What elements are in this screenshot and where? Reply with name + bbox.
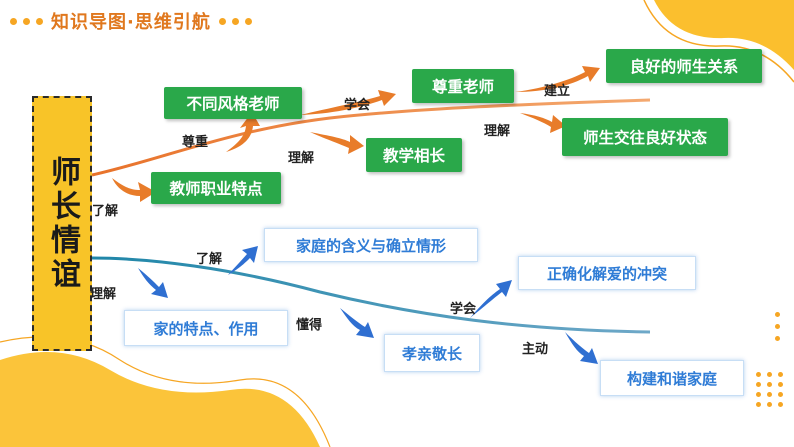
main-topic-label: 师长情谊	[45, 155, 80, 292]
teacher-arrows	[112, 66, 600, 202]
header-dots-left	[10, 17, 43, 25]
teacher-branch-line	[91, 98, 651, 177]
node-family-meaning: 家庭的含义与确立情形	[264, 228, 478, 262]
label-know: 懂得	[296, 318, 323, 333]
node-teaching-learning: 教学相长	[366, 138, 462, 172]
header: 知识导图·思维引航	[10, 6, 252, 36]
decorative-dots-grid	[756, 372, 784, 407]
node-different-style-teachers: 不同风格老师	[164, 87, 302, 119]
main-topic-box: 师长情谊	[32, 96, 92, 351]
label-comprehend-family: 理解	[90, 287, 117, 302]
page-title: 知识导图·思维引航	[51, 12, 211, 33]
label-understand-family: 了解	[196, 252, 223, 267]
family-arrows	[138, 246, 598, 364]
decorative-dots-vertical	[775, 312, 780, 341]
label-learn-teacher: 学会	[344, 98, 371, 113]
header-dots-right	[218, 17, 252, 25]
node-respect-teachers: 尊重老师	[412, 69, 514, 103]
label-understand-teacher: 了解	[92, 204, 119, 219]
node-teacher-profession-traits: 教师职业特点	[151, 172, 281, 204]
node-good-interaction-state: 师生交往良好状态	[562, 118, 728, 156]
node-family-features: 家的特点、作用	[124, 310, 288, 346]
decorative-blob-top-right	[643, 0, 794, 83]
node-filial-piety: 孝亲敬长	[384, 334, 480, 372]
label-initiative: 主动	[522, 342, 549, 357]
node-good-teacher-student-relationship: 良好的师生关系	[606, 49, 762, 83]
label-learn-family: 学会	[450, 302, 477, 317]
family-branch-line	[91, 256, 651, 334]
label-respect: 尊重	[182, 135, 209, 150]
label-comprehend-teaching: 理解	[288, 151, 315, 166]
node-resolve-love-conflict: 正确化解爱的冲突	[518, 256, 696, 290]
label-establish: 建立	[544, 84, 571, 99]
label-comprehend-relationship: 理解	[484, 124, 511, 139]
node-build-harmonious-family: 构建和谐家庭	[600, 360, 744, 396]
